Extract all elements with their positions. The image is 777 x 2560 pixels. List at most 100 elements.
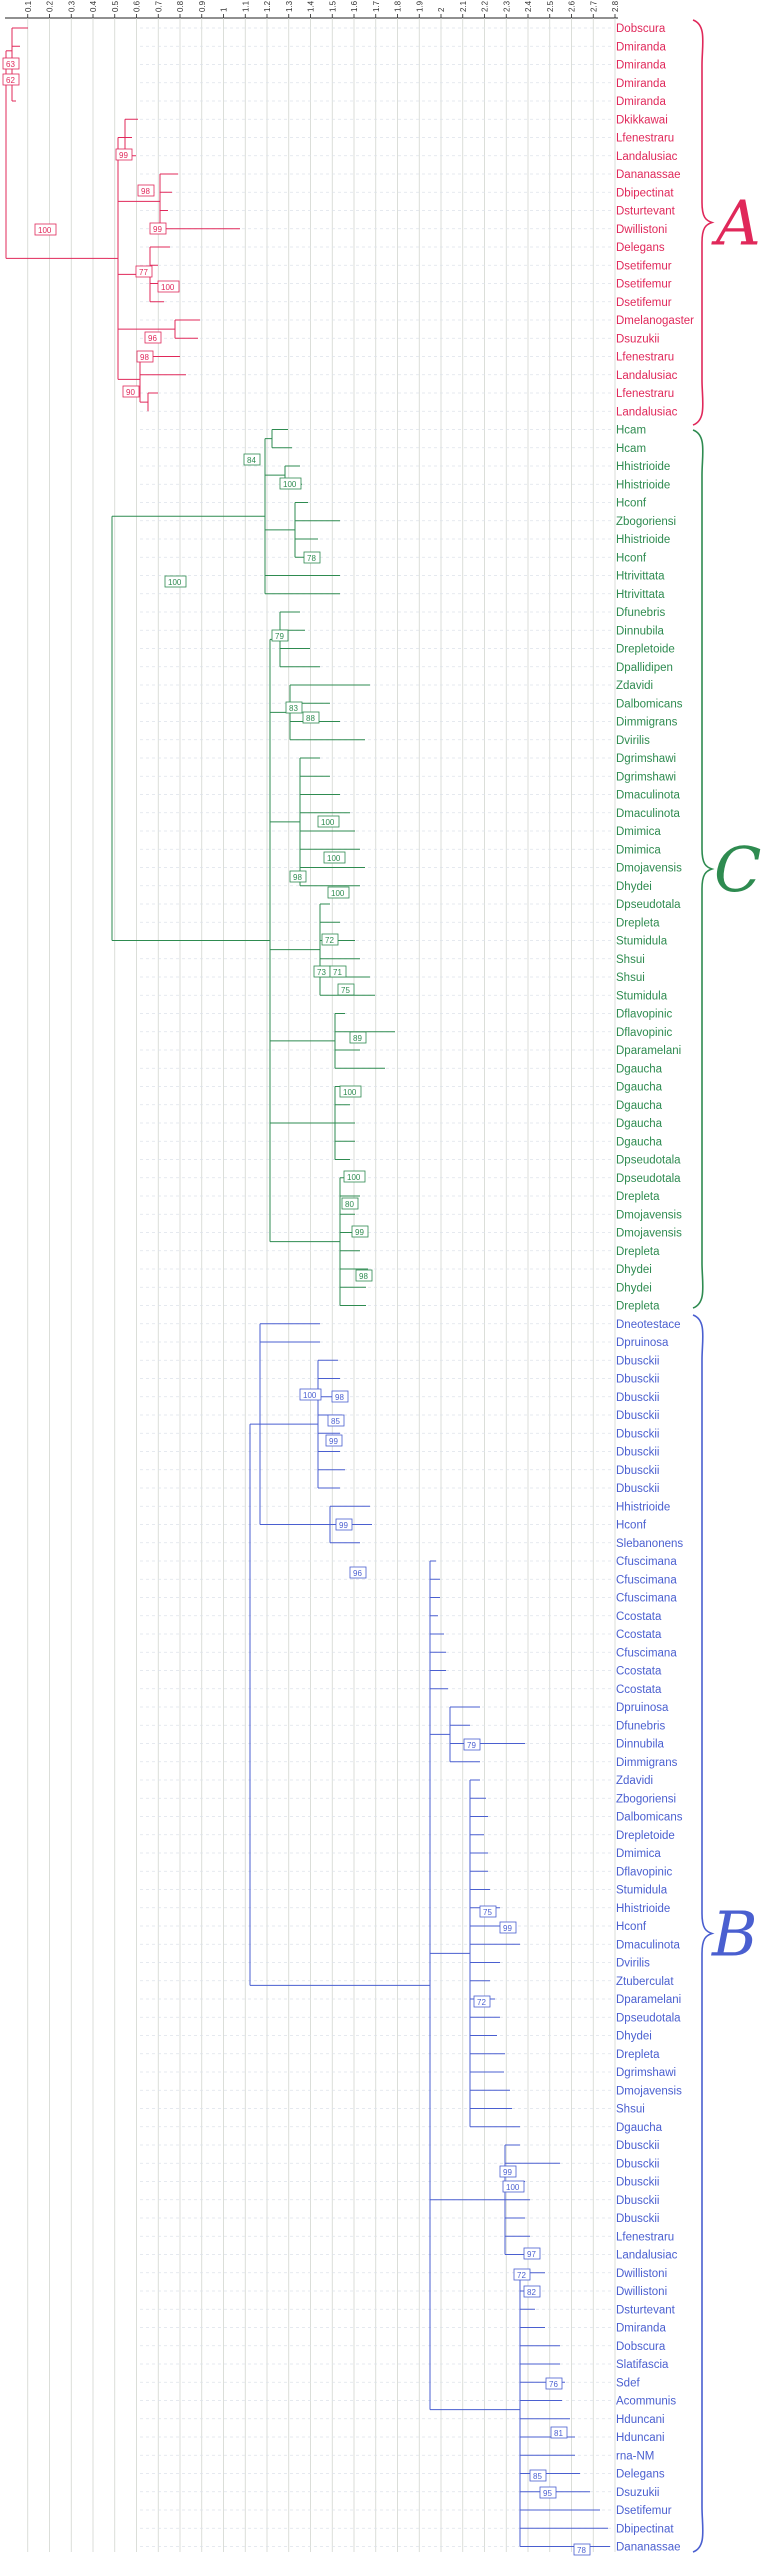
bootstrap-value: 80 — [345, 1200, 354, 1209]
bootstrap-value: 100 — [283, 480, 297, 489]
leaf-label: Dgaucha — [616, 1082, 663, 1094]
bootstrap-value: 100 — [161, 283, 175, 292]
bootstrap-value: 78 — [307, 554, 316, 563]
bootstrap-box — [529, 2469, 547, 2482]
leaf-label: Drepleta — [616, 2049, 660, 2061]
bootstrap-box — [479, 1905, 497, 1918]
leaf-label: Zbogoriensi — [616, 1793, 676, 1805]
bootstrap-box — [349, 1031, 367, 1044]
leaf-label: Dalbomicans — [616, 698, 683, 710]
leaf-label: Drepleta — [616, 1301, 660, 1313]
leaf-label: Dpruinosa — [616, 1337, 669, 1349]
clade-brace — [692, 429, 715, 1309]
leaf-label: Dsturtevant — [616, 2304, 676, 2316]
leaf-label: Dobscura — [616, 23, 666, 35]
leaf-label: Dgrimshawi — [616, 771, 676, 783]
clade-label: B — [711, 1898, 758, 1971]
axis-tick-label: 0.7 — [154, 0, 163, 12]
leaf-label: Hconf — [616, 552, 647, 564]
bootstrap-value: 100 — [506, 2183, 520, 2192]
axis-tick-label: 2.6 — [568, 0, 577, 12]
leaf-label: Dgaucha — [616, 1100, 663, 1112]
bootstrap-value: 95 — [543, 2489, 552, 2498]
bootstrap-box — [302, 711, 320, 724]
bootstrap-box — [499, 2165, 517, 2178]
bootstrap-value: 100 — [168, 578, 182, 587]
leaf-label: Dhydei — [616, 1264, 652, 1276]
leaf-label: Dbusckii — [616, 2140, 659, 2152]
leaf-label: Hcam — [616, 443, 646, 455]
leaf-label: Dbusckii — [616, 1374, 659, 1386]
bootstrap-value: 85 — [331, 1417, 340, 1426]
dashed-guides — [140, 27, 612, 2547]
leaf-label: Sdef — [616, 2377, 640, 2389]
leaf-label: Dvirilis — [616, 1958, 650, 1970]
bootstrap-value: 88 — [306, 714, 315, 723]
leaf-label: Dgaucha — [616, 1136, 663, 1148]
bootstrap-box — [523, 2247, 541, 2260]
axis-tick-label: 0.1 — [24, 0, 33, 12]
bootstrap-box — [523, 2285, 541, 2298]
leaf-label: Ccostata — [616, 1666, 662, 1678]
clade-braces: ACB — [692, 19, 761, 2553]
leaf-label: Delegans — [616, 242, 665, 254]
bootstrap-box — [349, 1566, 367, 1579]
leaf-label: Ztuberculat — [616, 1976, 674, 1988]
axis-tick-label: 1.4 — [307, 0, 316, 12]
bootstrap-value: 63 — [6, 60, 15, 69]
axis-tick-label: 0.5 — [111, 0, 120, 12]
bootstrap-box — [463, 1738, 481, 1751]
leaf-label: Dmaculinota — [616, 1939, 681, 1951]
leaf-label: Dmiranda — [616, 60, 666, 72]
leaf-label: Hcam — [616, 425, 646, 437]
leaf-label: Dkikkawai — [616, 114, 668, 126]
bootstrap-value: 100 — [321, 818, 335, 827]
axis-tick-label: 0.9 — [198, 0, 207, 12]
axis-tick-label: 2.5 — [546, 0, 555, 12]
leaf-label: Dfunebris — [616, 607, 665, 619]
axis-tick-label: 0.8 — [176, 0, 185, 12]
leaf-label: Dbusckii — [616, 2177, 659, 2189]
leaf-label: Zbogoriensi — [616, 516, 676, 528]
leaf-label: Dpseudotala — [616, 899, 681, 911]
bootstrap-value: 100 — [38, 226, 52, 235]
bootstrap-value: 79 — [275, 632, 284, 641]
leaf-label: Dsetifemur — [616, 2505, 672, 2517]
leaf-label: Dflavopinic — [616, 1866, 672, 1878]
leaf-label: Lfenestraru — [616, 388, 674, 400]
leaf-label: Dbusckii — [616, 2195, 659, 2207]
leaf-label: Dmimica — [616, 826, 661, 838]
bootstrap-value: 98 — [141, 187, 150, 196]
bootstrap-value: 75 — [341, 986, 350, 995]
leaf-label: Dpseudotala — [616, 2012, 681, 2024]
leaf-label: Dsetifemur — [616, 260, 672, 272]
leaf-label: Dwillistoni — [616, 2268, 667, 2280]
bootstrap-box — [243, 453, 261, 466]
leaf-label: Dhydei — [616, 881, 652, 893]
axis-tick-label: 0.3 — [67, 0, 76, 12]
leaf-label: Dmimica — [616, 1848, 661, 1860]
leaf-label: Shsui — [616, 954, 645, 966]
bootstrap-box — [303, 551, 321, 564]
bootstrap-box — [339, 1085, 362, 1098]
leaf-label: Hconf — [616, 498, 647, 510]
leaf-label: Delegans — [616, 2469, 665, 2481]
bootstrap-box — [343, 1170, 366, 1183]
leaf-label: Cfuscimana — [616, 1647, 677, 1659]
bootstrap-value: 62 — [6, 76, 15, 85]
leaf-label: Dmelanogaster — [616, 315, 694, 327]
bootstrap-value: 100 — [331, 889, 345, 898]
leaf-label: Dbusckii — [616, 1355, 659, 1367]
leaf-label: Hduncani — [616, 2432, 665, 2444]
clade-label: C — [714, 833, 761, 906]
axis-tick-label: 2.1 — [459, 0, 468, 12]
bootstrap-value: 84 — [247, 456, 256, 465]
bootstrap-value: 90 — [126, 388, 135, 397]
bootstrap-value: 99 — [153, 225, 162, 234]
leaf-label: Landalusiac — [616, 370, 678, 382]
bootstrap-value: 99 — [329, 1437, 338, 1446]
leaf-label: Dbusckii — [616, 1483, 659, 1495]
leaf-label: Zdavidi — [616, 1775, 653, 1787]
bootstrap-box — [279, 477, 302, 490]
